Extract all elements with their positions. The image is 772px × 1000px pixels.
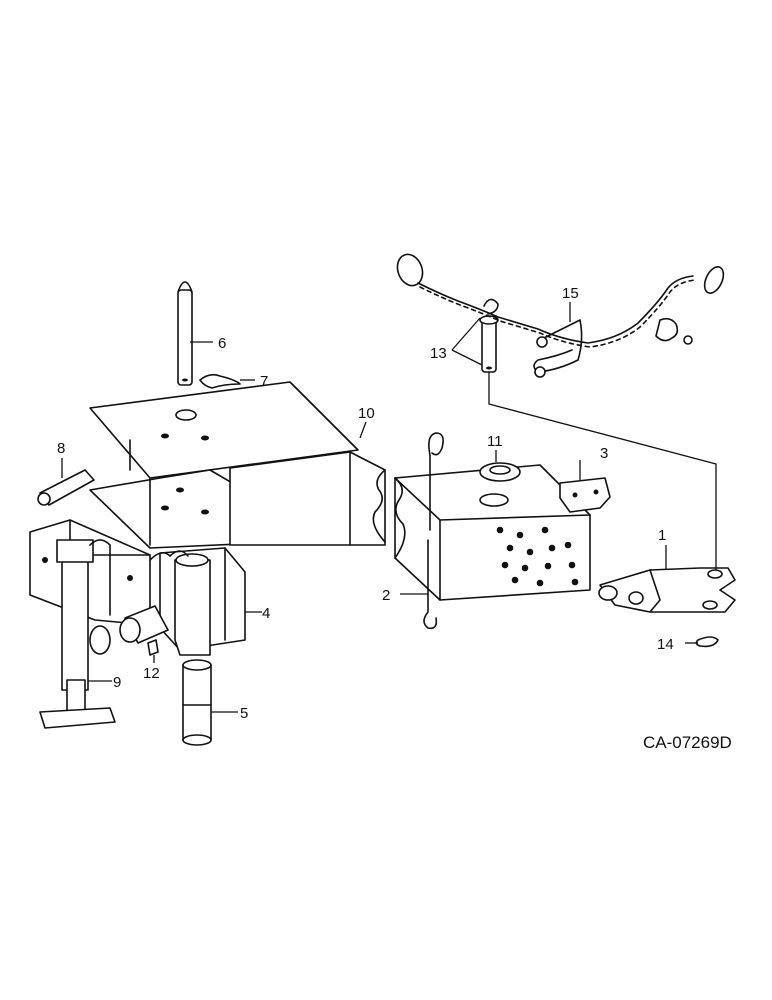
jack-stand	[39, 539, 116, 729]
callout-7: 7	[260, 373, 268, 390]
callout-3: 3	[600, 445, 608, 462]
clevis-hitch	[598, 567, 736, 613]
short-pin	[37, 469, 95, 506]
assembly-lines	[488, 372, 717, 570]
drawbar-plate-assembly	[89, 381, 386, 549]
hair-pin-clip	[199, 373, 241, 389]
callout-13: 13	[430, 345, 447, 362]
figure-reference-code: CA-07269D	[643, 733, 732, 752]
callout-1: 1	[658, 527, 666, 544]
callout-2: 2	[382, 587, 390, 604]
callout-14: 14	[657, 636, 674, 653]
square-tube	[394, 464, 591, 601]
safety-chain	[396, 253, 725, 378]
callout-12: 12	[143, 665, 160, 682]
pivot-pin	[119, 605, 169, 644]
callout-6: 6	[218, 335, 226, 352]
callout-11: 11	[487, 433, 503, 450]
callout-9: 9	[113, 674, 121, 691]
long-pin	[177, 281, 193, 386]
pipe-sleeve	[182, 659, 212, 746]
bracket-plate	[559, 477, 611, 513]
callout-5: 5	[240, 705, 248, 722]
callout-15: 15	[562, 285, 579, 302]
retaining-rod	[423, 432, 444, 630]
callout-8: 8	[57, 440, 65, 457]
bushing-ring	[479, 462, 521, 482]
callout-10: 10	[358, 405, 375, 422]
set-screw	[147, 639, 159, 656]
callouts: 6 7 10 8 11 3 1 2 4 12 14 9 5 13 15	[57, 285, 698, 722]
tube-hole-pattern	[496, 526, 579, 587]
callout-4: 4	[262, 605, 270, 622]
retainer-clip	[695, 636, 719, 648]
